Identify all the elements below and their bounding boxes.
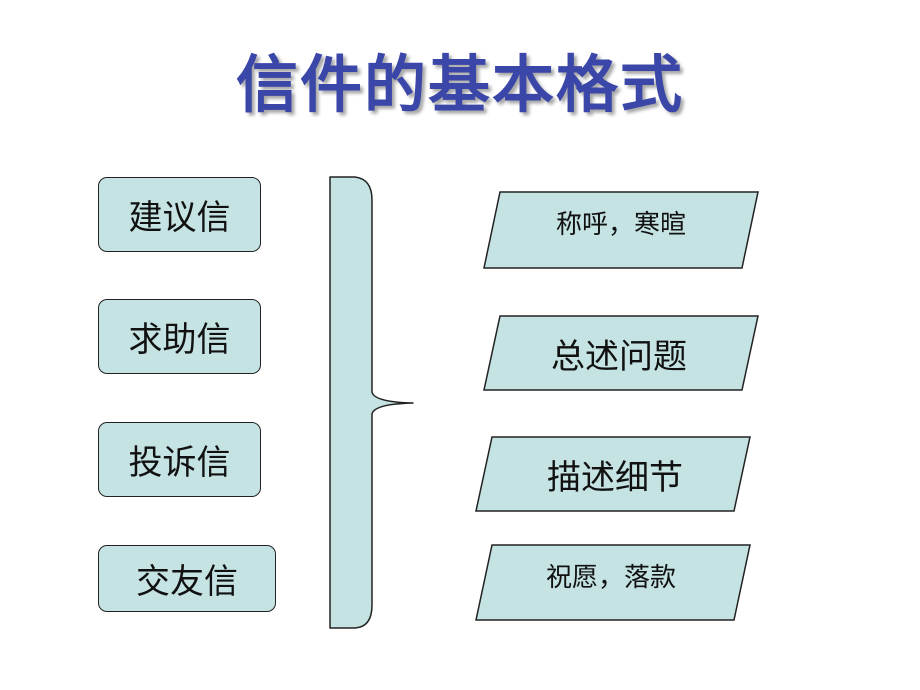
page-title: 信件的基本格式 [235,48,684,121]
letter-part-shape [483,191,759,269]
letter-type-box: 交友信 [98,545,276,612]
letter-type-box: 建议信 [98,177,261,252]
letter-part-shape [475,436,751,512]
letter-type-box: 投诉信 [98,422,261,497]
grouping-brace [329,176,414,629]
letter-part-label: 祝愿，落款 [545,562,676,593]
letter-part-label: 称呼，寒暄 [555,209,686,240]
letter-part-shape [483,315,759,391]
letter-part-label: 描述细节 [547,457,683,498]
letter-part-label: 总述问题 [551,336,687,377]
letter-type-box: 求助信 [98,299,261,374]
letter-part-shape [475,544,751,621]
